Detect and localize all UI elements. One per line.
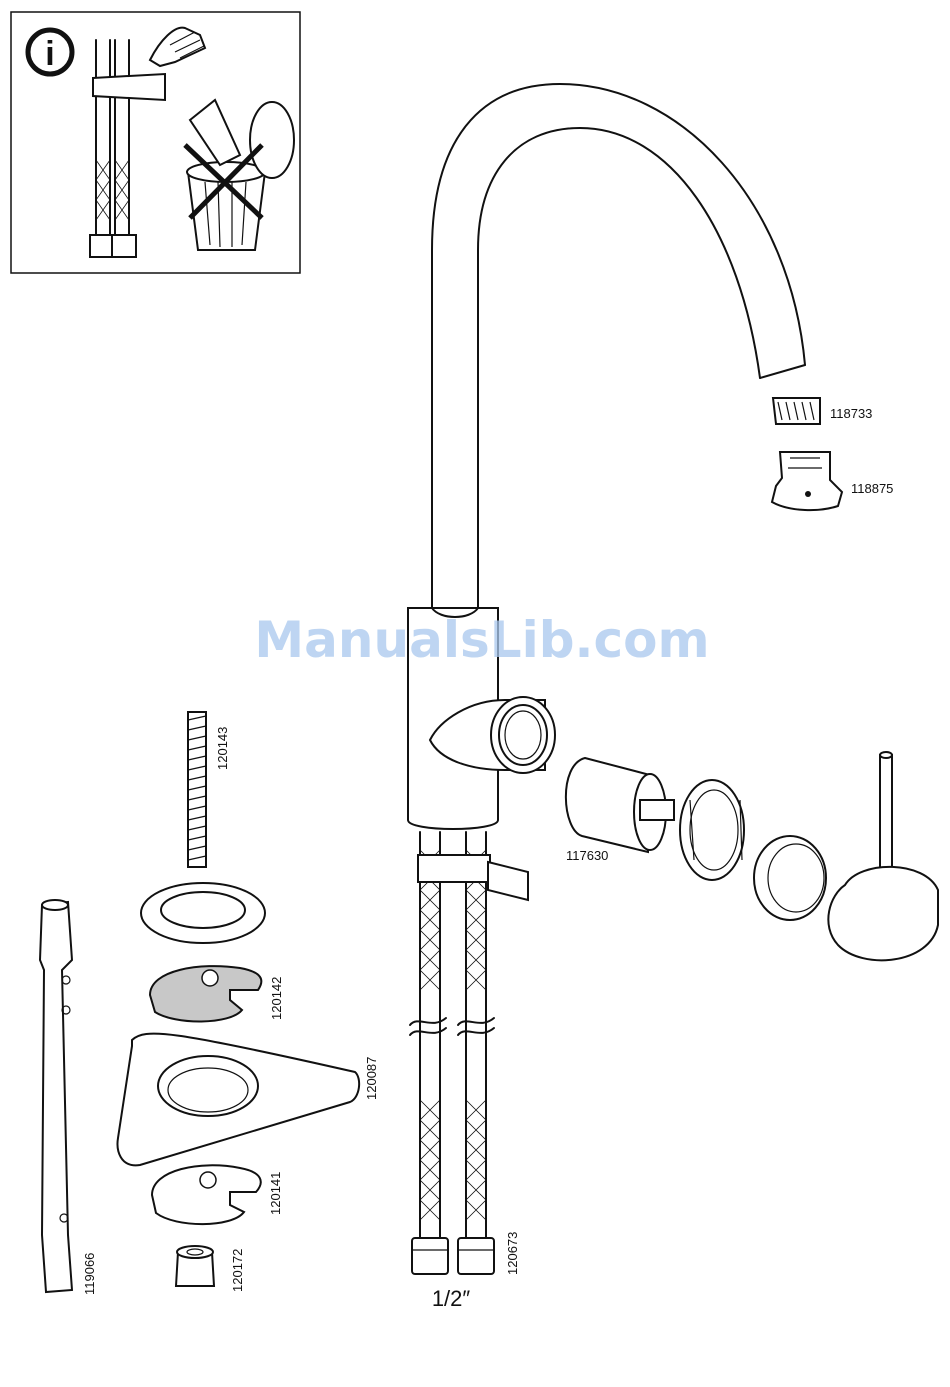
part-base-ring xyxy=(141,883,265,943)
svg-text:120142: 120142 xyxy=(269,977,284,1020)
part-threaded-rod-120143: 120143 xyxy=(188,712,230,867)
part-horseshoe-washer-120142: 120142 xyxy=(150,966,284,1021)
svg-text:120087: 120087 xyxy=(364,1057,379,1100)
watermark: ManualsLib.com xyxy=(254,611,709,669)
svg-text:119066: 119066 xyxy=(82,1253,97,1295)
part-cover-cap xyxy=(754,836,826,920)
part-aerator-key-118875: 118875 xyxy=(772,452,893,510)
svg-text:120141: 120141 xyxy=(268,1172,283,1215)
part-nut-120172: 120172 xyxy=(176,1246,245,1292)
part-cartridge-117630: 117630 xyxy=(566,758,674,863)
svg-text:118733: 118733 xyxy=(830,406,872,421)
svg-text:120172: 120172 xyxy=(230,1249,245,1292)
part-triangular-plate-120087: 120087 xyxy=(118,1034,379,1166)
svg-text:120143: 120143 xyxy=(215,727,230,770)
part-horseshoe-washer-120141: 120141 xyxy=(152,1165,283,1224)
part-socket-wrench-119066: 119066 xyxy=(40,900,97,1295)
svg-text:i: i xyxy=(45,35,54,73)
part-retaining-nut xyxy=(680,780,744,880)
thread-size-label: 1/2″ xyxy=(432,1286,471,1311)
info-panel: i xyxy=(11,12,300,273)
part-aerator-118733: 118733 xyxy=(773,398,872,424)
part-label-120673: 120673 xyxy=(505,1232,520,1275)
faucet-spout xyxy=(432,84,805,608)
svg-text:117630: 117630 xyxy=(566,848,608,863)
svg-text:118875: 118875 xyxy=(851,481,893,496)
part-handle-lever xyxy=(828,752,938,960)
supply-hoses xyxy=(410,832,528,1274)
